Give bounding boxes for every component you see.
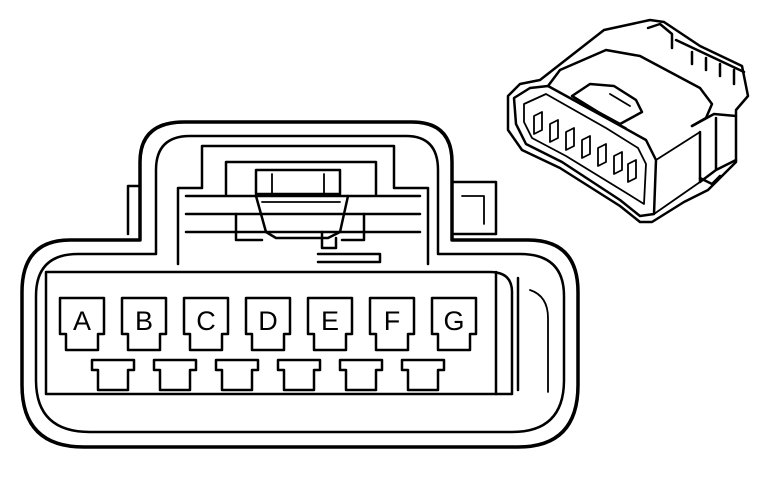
- pin-cavity-d: D: [244, 296, 292, 352]
- pin-label-b: B: [135, 306, 153, 336]
- iso-latch-lines: [579, 93, 631, 129]
- pin-cavity-g-outline: [430, 296, 478, 352]
- pin-cavity-a: A: [58, 296, 106, 352]
- pin-cavity-g: G: [430, 296, 478, 352]
- pin-cavity-d-outline: [244, 296, 292, 352]
- pin-label-e: E: [321, 306, 339, 336]
- pin-label-a: A: [73, 306, 91, 336]
- iso-side-flange: [690, 112, 738, 184]
- pin-cavity-e: E: [306, 296, 354, 352]
- iso-body-edge: [653, 131, 701, 215]
- iso-front-face-inner: [523, 93, 647, 205]
- pin-label-g: G: [443, 306, 464, 336]
- cavity-block-outline: [44, 270, 514, 396]
- pin-cavity-e-outline: [306, 296, 354, 352]
- pin-cavity-c: C: [182, 296, 230, 352]
- latch-lock-bar-detail: [271, 173, 325, 195]
- latch-bottom-notch: [320, 230, 338, 250]
- pin-cavity-c-outline: [182, 296, 230, 352]
- latch-ramp: [254, 194, 350, 240]
- latch-post-left: [234, 212, 264, 242]
- iso-body-outline: [506, 18, 750, 224]
- iso-front-face: [512, 84, 658, 218]
- latch-post-right: [340, 212, 366, 242]
- iso-side-notch: [698, 174, 722, 186]
- cavity-block-right-shade: [529, 289, 549, 393]
- latch-bottom-ledge: [316, 252, 382, 264]
- connector-isometric-view: [506, 18, 750, 224]
- cavity-block-right-wall: [494, 270, 520, 396]
- terminal-slots: [90, 358, 446, 392]
- housing-right-step-inner: [461, 195, 485, 225]
- latch-cross-lines: [184, 194, 422, 234]
- terminal-slot-1: [90, 358, 136, 392]
- latch-lock-bar: [254, 168, 342, 196]
- housing-left-step: [126, 184, 142, 236]
- iso-latch-hump: [546, 48, 714, 128]
- connector-face-view: A B C D E F G: [20, 120, 580, 449]
- housing-inner-outline: [34, 134, 566, 434]
- pin-label-c: C: [196, 306, 216, 336]
- pin-cavity-a-outline: [58, 296, 106, 352]
- terminal-slot-5: [338, 358, 384, 392]
- terminal-slot-4: [276, 358, 322, 392]
- pin-cavity-f: F: [368, 296, 416, 352]
- iso-rear-tabs: [646, 22, 746, 86]
- pin-label-f: F: [384, 306, 401, 336]
- latch-outline: [176, 144, 430, 266]
- latch-inner-frame: [224, 160, 378, 196]
- terminal-slot-6: [400, 358, 446, 392]
- pin-cavity-f-outline: [368, 296, 416, 352]
- iso-latch-inner: [570, 82, 644, 126]
- housing-outer-outline: [20, 120, 580, 449]
- iso-cavity-row: [533, 111, 637, 183]
- terminal-slot-3: [214, 358, 260, 392]
- pin-cavity-b: B: [120, 296, 168, 352]
- terminal-slot-2: [152, 358, 198, 392]
- pin-cavity-b-outline: [120, 296, 168, 352]
- pin-label-d: D: [258, 306, 278, 336]
- housing-right-step: [450, 180, 498, 236]
- pin-cavities: A B C D E F G: [58, 296, 478, 352]
